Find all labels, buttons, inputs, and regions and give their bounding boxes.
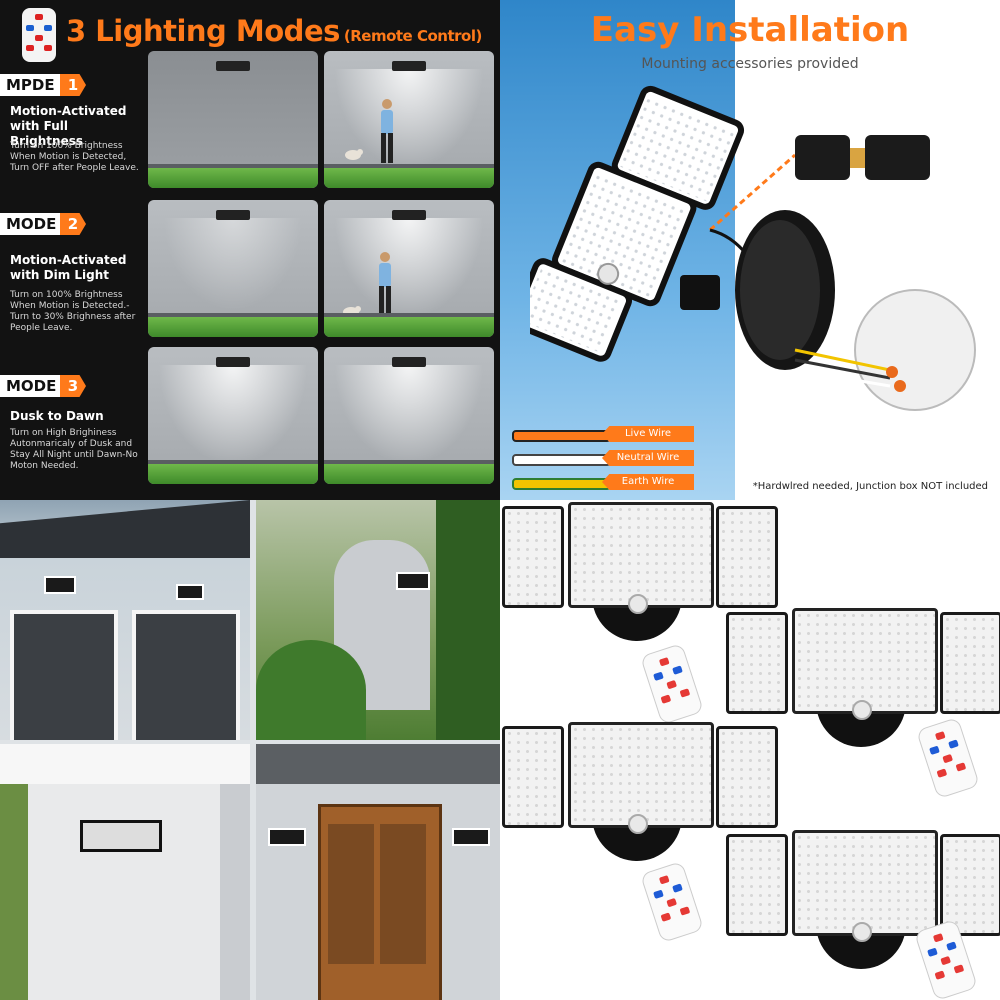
earth-wire-legend: Earth Wire (512, 474, 694, 490)
earth-wire-label: Earth Wire (602, 474, 694, 490)
center-panel (792, 830, 938, 936)
remote-control-icon (639, 860, 705, 944)
mode-2-scene-on (324, 200, 494, 337)
mode-2-badge: MODE (0, 213, 64, 235)
left-panel (726, 834, 788, 936)
left-panel (502, 726, 564, 828)
mode-3-scene-left (148, 347, 318, 484)
walking-person-icon (379, 252, 391, 316)
installation-photos-panel (0, 500, 500, 1000)
center-panel (568, 722, 714, 828)
neutral-wire-legend: Neutral Wire (512, 450, 694, 466)
remote-control-icon (639, 642, 705, 726)
motion-sensor-icon (628, 594, 648, 614)
lighting-modes-panel: 3 Lighting Modes(Remote Control) MPDE 1 … (0, 0, 500, 500)
right-panel (716, 726, 778, 828)
right-panel (716, 506, 778, 608)
installation-subtitle: Mounting accessories provided (641, 56, 859, 72)
mode-3-badge: MODE (0, 375, 64, 397)
dog-icon (345, 149, 363, 160)
installation-panel: Easy Installation Mounting accessories p… (500, 0, 1000, 500)
live-wire-label: Live Wire (602, 426, 694, 442)
connector-and-junction-box-image (709, 135, 976, 411)
live-wire-legend: Live Wire (512, 426, 694, 442)
mode-2-scene-dim (148, 200, 318, 337)
floodlight-fixture-image (530, 85, 745, 362)
product-four-pack-panel (500, 500, 1000, 1000)
mode-3-description: Turn on High Brighiness Autonmaricaly of… (10, 428, 138, 471)
mode-3-number: 3 (60, 375, 86, 397)
motion-sensor-icon (852, 922, 872, 942)
mode-1-scene-off (148, 51, 318, 188)
floodlight-fixture-3 (502, 722, 778, 862)
mode-2-description: Turn on 100% Brightness When Motion is D… (10, 290, 136, 333)
mode-1-badge: MPDE (0, 74, 64, 96)
floodlight-fixture-1 (502, 502, 778, 642)
neutral-wire-label: Neutral Wire (602, 450, 694, 466)
installation-note: *Hardwlred needed, Junction box NOT incl… (752, 481, 988, 492)
mode-1-scene-on (324, 51, 494, 188)
floodlight-fixture-2 (726, 608, 1000, 748)
motion-sensor-icon (852, 700, 872, 720)
lighting-modes-title: 3 Lighting Modes(Remote Control) (66, 14, 482, 48)
center-panel (792, 608, 938, 714)
center-panel (568, 502, 714, 608)
mode-1-heading: Motion-Activated with Full Brightness (10, 104, 127, 148)
mode-2-heading: Motion-Activated with Dim Light (10, 253, 127, 282)
left-panel (502, 506, 564, 608)
right-panel (940, 834, 1000, 936)
mode-3-scene-right (324, 347, 494, 484)
front-door-photo (256, 744, 500, 1000)
backyard-fence-photo (256, 500, 500, 740)
remote-control-icon (22, 8, 56, 62)
left-panel (726, 612, 788, 714)
mode-1-number: 1 (60, 74, 86, 96)
floodlight-fixture-4 (726, 830, 1000, 970)
installation-title: Easy Installation (590, 10, 910, 50)
white-wall-photo (0, 744, 250, 1000)
mode-1-description: Turn on 100% Brightness When Motion is D… (10, 141, 139, 173)
motion-sensor-icon (628, 814, 648, 834)
mode-2-number: 2 (60, 213, 86, 235)
walking-person-icon (381, 99, 393, 163)
garage-photo (0, 500, 250, 740)
mode-3-heading: Dusk to Dawn (10, 409, 104, 423)
right-panel (940, 612, 1000, 714)
